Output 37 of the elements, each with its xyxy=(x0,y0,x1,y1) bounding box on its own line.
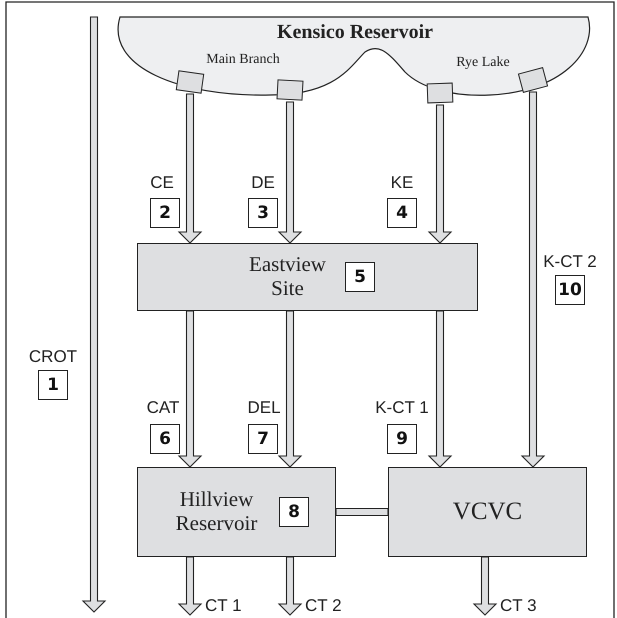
aqueduct-label: CROT xyxy=(28,347,78,367)
callout-number: 4 xyxy=(387,198,417,228)
node-label: Hillview Reservoir xyxy=(174,488,258,536)
callout-number: 2 xyxy=(150,198,180,228)
aqueduct-arrow xyxy=(178,310,202,468)
aqueduct-arrow xyxy=(278,101,302,244)
callout-number: 5 xyxy=(345,262,375,292)
aqueduct-arrow xyxy=(178,556,202,616)
intake-box xyxy=(426,82,454,104)
site-box xyxy=(137,243,478,311)
node-label: Eastview Site xyxy=(248,253,327,301)
aqueduct-arrow xyxy=(520,91,546,468)
area-label: Rye Lake xyxy=(456,55,510,71)
site-box xyxy=(388,467,587,557)
reservoir-name: Kensico Reservoir xyxy=(276,21,434,44)
outlet-label: CT 1 xyxy=(205,597,245,615)
aqueduct-arrow xyxy=(335,508,389,516)
site-box xyxy=(137,467,336,557)
outlet-label: CT 3 xyxy=(500,597,540,615)
aqueduct-arrow xyxy=(472,556,498,616)
callout-number: 8 xyxy=(279,497,309,527)
callout-number: 6 xyxy=(150,424,180,454)
callout-number: 1 xyxy=(38,370,68,400)
outlet-label: CT 2 xyxy=(305,597,345,615)
callout-number: 10 xyxy=(555,275,585,305)
aqueduct-arrow xyxy=(178,93,202,244)
aqueduct-arrow xyxy=(278,310,302,468)
area-label: Main Branch xyxy=(206,52,280,68)
callout-number: 7 xyxy=(248,424,278,454)
node-label: VCVC xyxy=(452,498,522,526)
aqueduct-arrow xyxy=(278,556,302,616)
callout-number: 9 xyxy=(387,424,417,454)
aqueduct-arrow xyxy=(428,104,452,244)
reservoir-cloud xyxy=(120,17,590,97)
callout-number: 3 xyxy=(248,198,278,228)
intake-box xyxy=(276,79,304,101)
aqueduct-arrow xyxy=(428,310,452,468)
